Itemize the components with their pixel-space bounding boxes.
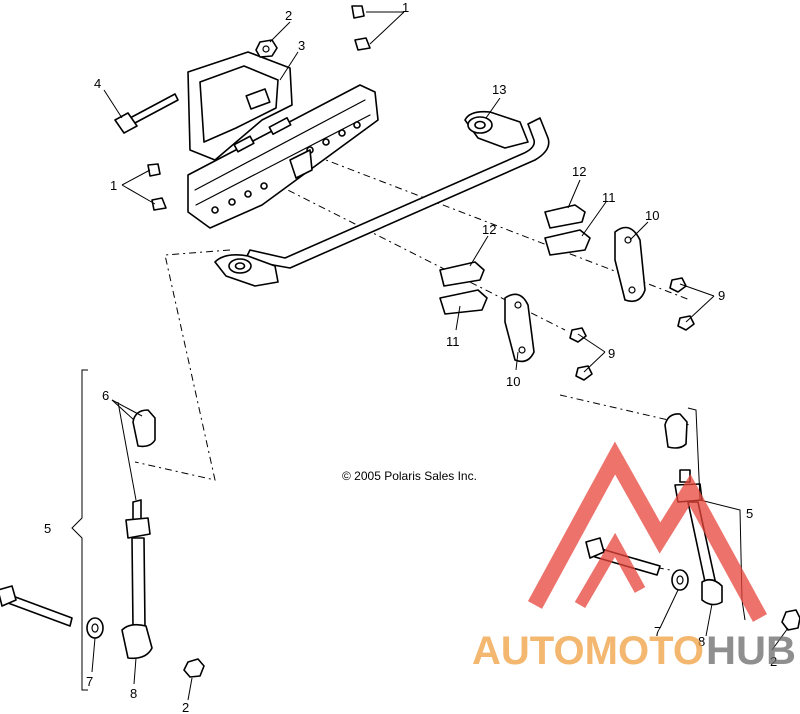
callout-12: 12 bbox=[482, 222, 496, 237]
callout-11: 11 bbox=[446, 334, 460, 349]
callout-7: 7 bbox=[86, 674, 93, 689]
callouts: 1 1 2 2 2 3 4 5 5 6 7 7 8 8 9 9 10 10 11… bbox=[44, 0, 777, 714]
callout-4: 4 bbox=[94, 76, 101, 91]
callout-10: 10 bbox=[645, 208, 659, 223]
watermark-logo: AUTOMOTO HUB bbox=[472, 441, 796, 673]
callout-9: 9 bbox=[718, 288, 725, 303]
callout-11: 11 bbox=[602, 190, 616, 205]
link-assembly-right bbox=[585, 407, 800, 631]
callout-1: 1 bbox=[110, 178, 117, 193]
callout-3: 3 bbox=[298, 38, 305, 53]
callout-2: 2 bbox=[182, 700, 189, 714]
callout-5: 5 bbox=[44, 521, 51, 536]
callout-5: 5 bbox=[746, 506, 753, 521]
callout-10: 10 bbox=[506, 374, 520, 389]
watermark-text-automoto: AUTOMOTO bbox=[472, 629, 704, 673]
watermark-text-hub: HUB bbox=[706, 629, 796, 673]
nut-top bbox=[255, 39, 278, 58]
clamp-set-left bbox=[439, 261, 593, 381]
callout-7: 7 bbox=[654, 624, 661, 639]
callout-2: 2 bbox=[285, 8, 292, 23]
callout-8: 8 bbox=[130, 686, 137, 701]
mounting-bracket bbox=[187, 51, 379, 229]
leader-lines bbox=[91, 11, 789, 701]
screws-1 bbox=[147, 5, 371, 211]
link-assembly-left bbox=[0, 369, 205, 691]
callout-6: 6 bbox=[102, 388, 109, 403]
callout-2: 2 bbox=[770, 654, 777, 669]
callout-8: 8 bbox=[698, 634, 705, 649]
callout-13: 13 bbox=[492, 82, 506, 97]
callout-12: 12 bbox=[572, 164, 586, 179]
callout-9: 9 bbox=[608, 346, 615, 361]
callout-1: 1 bbox=[402, 0, 409, 15]
clamp-set-right bbox=[544, 204, 695, 331]
stabilizer-bar bbox=[214, 110, 550, 287]
copyright-notice: © 2005 Polaris Sales Inc. bbox=[342, 469, 477, 483]
bolt-long-top bbox=[114, 93, 179, 134]
